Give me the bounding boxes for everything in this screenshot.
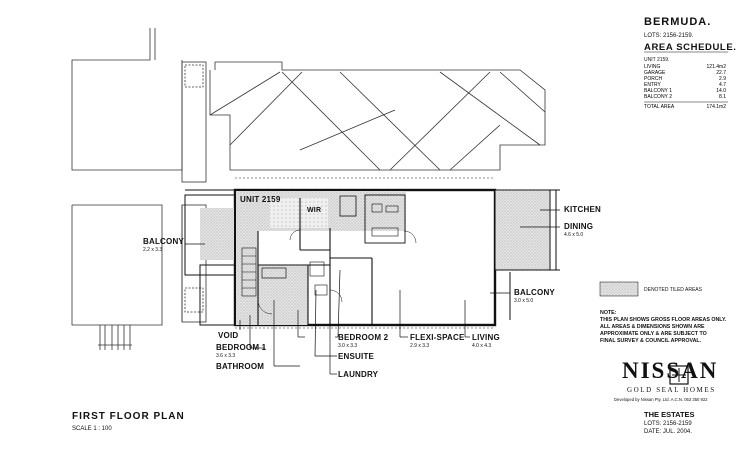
estate-title: THE ESTATES (644, 410, 695, 419)
dining-dim: 4.6 x 5.0 (564, 232, 584, 238)
bathroom-label: BATHROOM (216, 362, 265, 371)
balcony-right-dim: 3.0 x 5.0 (514, 298, 534, 304)
logo-mark (669, 365, 689, 385)
note-line: ALL AREAS & DIMENSIONS SHOWN ARE (600, 324, 705, 330)
note-line: APPROXIMATE ONLY & ARE SUBJECT TO (600, 331, 707, 337)
developer-credit: Developed by Nissan Pty. Ltd. A.C.N. 053… (614, 397, 708, 402)
bedroom1-dim: 3.6 x 3.3 (216, 353, 236, 359)
tiled-legend-swatch (599, 281, 639, 297)
kitchen-label: KITCHEN (564, 205, 601, 214)
balcony-right-label: BALCONY (514, 288, 555, 297)
laundry-label: LAUNDRY (338, 370, 379, 379)
note-line: FINAL SURVEY & COUNCIL APPROVAL. (600, 338, 702, 344)
bedroom2-label: BEDROOM 2 (338, 333, 389, 342)
logo-tagline: GOLD SEAL HOMES (627, 386, 716, 394)
area-schedule-title: AREA SCHEDULE. (644, 42, 737, 53)
unit-label: UNIT 2159 (240, 195, 281, 204)
interior-walls (241, 194, 417, 325)
dining-label: DINING (564, 222, 594, 231)
wir-label: WIR (307, 207, 322, 214)
bedroom2-dim: 3.0 x 3.3 (338, 343, 358, 349)
living-dim: 4.0 x 4.3 (472, 343, 492, 349)
flexi-space-label: FLEXI-SPACE (410, 333, 465, 342)
living-label: LIVING (472, 333, 500, 342)
project-title: BERMUDA. (644, 16, 712, 28)
project-lots: LOTS: 2156-2159. (644, 33, 694, 39)
tiled-legend-label: DENOTED TILED AREAS (644, 287, 702, 293)
void-label: VOID (218, 331, 239, 340)
tiled-areas (200, 190, 550, 325)
balcony-left-dim: 2.2 x 3.3 (143, 247, 163, 253)
neighbour-unit-outline (71, 28, 207, 350)
plan-title: FIRST FLOOR PLAN (72, 411, 185, 422)
note-title: NOTE: (600, 310, 617, 316)
estate-date: DATE: JUL. 2004. (644, 429, 692, 435)
dimension-lines (235, 177, 495, 329)
schedule-unit: UNIT 2159. (644, 57, 670, 63)
bedroom1-label: BEDROOM 1 (216, 343, 267, 352)
leader-lines (185, 209, 560, 375)
ensuite-label: ENSUITE (338, 352, 375, 361)
logo-wordmark: NISSAN (622, 358, 719, 383)
flexi-space-dim: 2.9 x 3.3 (410, 343, 430, 349)
note-line: THIS PLAN SHOWS GROSS FLOOR AREAS ONLY. (600, 317, 727, 323)
plan-scale: SCALE 1 : 100 (72, 426, 112, 432)
roof-outline (209, 61, 546, 171)
balcony-right-outline (494, 189, 560, 320)
balcony-left-label: BALCONY (143, 237, 184, 246)
estate-lots: LOTS: 2156-2159 (644, 421, 692, 427)
